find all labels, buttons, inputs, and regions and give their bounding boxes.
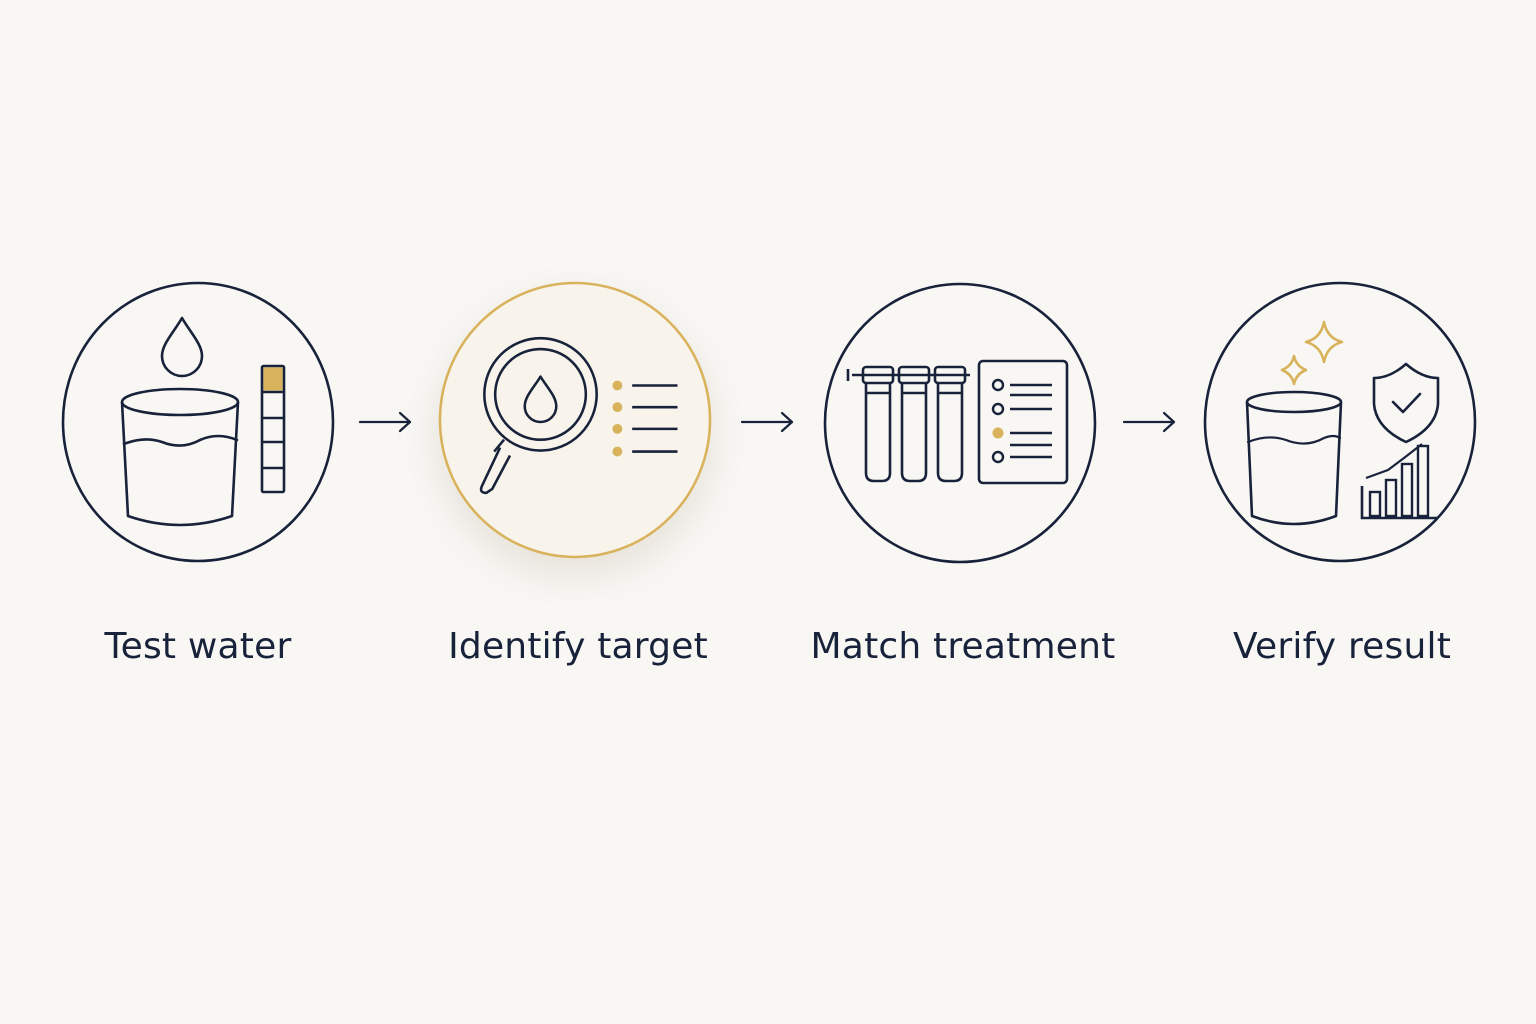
filter-cartridges-icon bbox=[823, 282, 1097, 564]
arrow-right-icon bbox=[1122, 410, 1178, 434]
step-label-match-treatment: Match treatment bbox=[810, 626, 1116, 667]
step-match-treatment bbox=[823, 282, 1097, 564]
step-identify-target bbox=[438, 280, 712, 560]
water-test-icon bbox=[61, 281, 335, 563]
verified-water-icon bbox=[1203, 281, 1477, 563]
magnify-contaminant-icon bbox=[438, 281, 712, 559]
step-verify-result bbox=[1203, 281, 1477, 563]
step-test-water bbox=[61, 281, 335, 563]
step-label-test-water: Test water bbox=[104, 626, 292, 667]
arrow-right-icon bbox=[740, 410, 796, 434]
arrow-right-icon bbox=[358, 410, 414, 434]
step-label-identify-target: Identify target bbox=[448, 626, 708, 667]
step-label-verify-result: Verify result bbox=[1232, 626, 1452, 667]
